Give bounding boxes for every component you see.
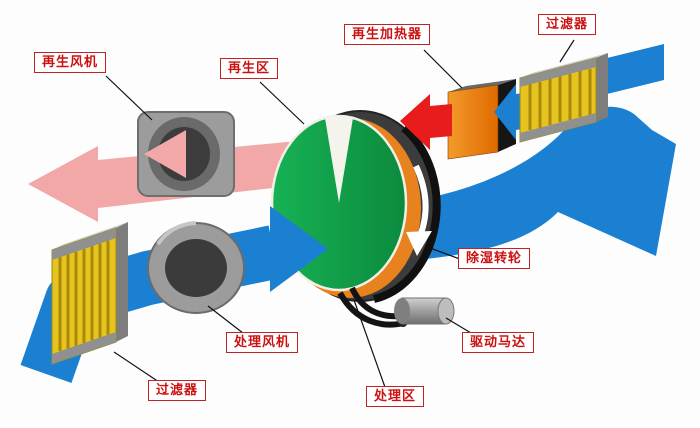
label-regen-heater: 再生加热器	[344, 24, 431, 45]
wheel-rotation-arrow	[413, 164, 429, 238]
heater-front-face	[447, 84, 499, 160]
desiccant-wheel	[270, 110, 441, 303]
label-regen-zone: 再生区	[220, 58, 279, 79]
wheel-belt-band	[373, 124, 441, 303]
label-regen-fan: 再生风机	[34, 52, 107, 73]
drive-motor	[337, 286, 455, 328]
label-filter-top: 过滤器	[538, 14, 597, 35]
label-wheel: 除湿转轮	[458, 248, 531, 269]
process-fan	[147, 221, 245, 314]
label-process-fan: 处理风机	[226, 332, 299, 353]
heater-top-face	[448, 79, 516, 92]
label-drive-motor: 驱动马达	[462, 332, 535, 353]
wheel-regen-sector	[325, 116, 353, 203]
hot-air-arrow	[400, 94, 452, 150]
filter-top	[519, 53, 608, 143]
label-filter-bottom: 过滤器	[148, 380, 207, 401]
label-process-zone: 处理区	[366, 386, 425, 407]
filter-bottom	[51, 222, 128, 365]
wheel-rotation-arrowhead	[406, 231, 432, 256]
regen-fan-flow-arrowhead	[144, 130, 186, 178]
regen-fan	[137, 111, 235, 197]
process-air-exit-arrow	[393, 106, 676, 262]
belt-lower	[337, 291, 405, 328]
process-air-inlet-arrowhead	[270, 206, 328, 292]
